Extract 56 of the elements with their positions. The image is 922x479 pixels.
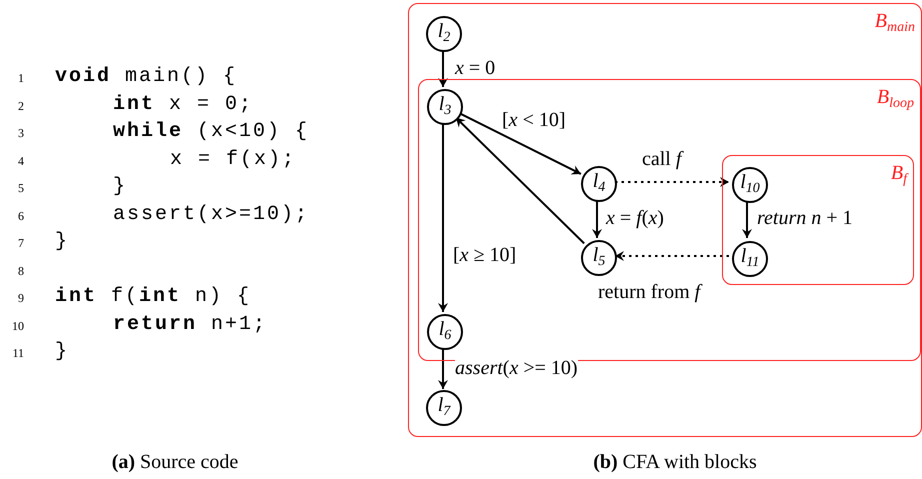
- arrow: [438, 123, 448, 312]
- location-node: [427, 314, 463, 350]
- arrow: [592, 200, 602, 238]
- edge-label: assert(x >= 10): [455, 358, 578, 378]
- block-title: B$_{f}$: [890, 162, 907, 188]
- arrow: [438, 51, 448, 87]
- arrow: [455, 116, 585, 244]
- block-title: B$_{loop}$: [876, 86, 914, 112]
- location-label: l$_{5}$: [592, 244, 606, 270]
- line-number: 4: [17, 154, 24, 166]
- line-number: 10: [11, 320, 24, 332]
- location-node: [732, 167, 768, 203]
- edge-label: x = f(x): [606, 208, 664, 228]
- location-node: [732, 241, 768, 277]
- location-label: l$_{4}$: [592, 170, 606, 196]
- figure-caption: (a) Source code: [112, 452, 238, 472]
- location-node: [426, 16, 462, 52]
- code-line: return n+1;: [113, 314, 268, 334]
- location-label: l$_{6}$: [438, 318, 452, 344]
- line-number: 5: [17, 182, 24, 194]
- code-line: }: [55, 232, 70, 252]
- code-line: }: [55, 342, 70, 362]
- code-line: }: [113, 177, 128, 197]
- block-title: B$_{main}$: [874, 10, 915, 36]
- location-node: [581, 166, 617, 202]
- line-number: 2: [17, 100, 24, 112]
- arrow: [438, 348, 448, 389]
- location-node: [427, 89, 463, 125]
- code-line: assert(x>=10);: [113, 204, 310, 224]
- location-label: l$_{10}$: [740, 172, 760, 196]
- location-label: l$_{11}$: [740, 246, 760, 270]
- edge-label: call f: [642, 149, 682, 169]
- code-line: void main() {: [55, 67, 238, 87]
- code-line: int f(int n) {: [55, 287, 252, 307]
- code-line: x = f(x);: [170, 150, 296, 170]
- code-line: while (x<10) {: [113, 122, 310, 142]
- location-node: [581, 240, 617, 276]
- location-node: [426, 390, 462, 426]
- line-number: 6: [17, 210, 24, 222]
- arrow: [615, 251, 729, 261]
- line-number: 9: [17, 292, 24, 304]
- line-number: 3: [17, 127, 24, 139]
- location-label: l$_{7}$: [438, 394, 450, 420]
- edge-label: return from f: [598, 282, 700, 302]
- location-label: l$_{2}$: [438, 20, 450, 46]
- edge-label: [x ≥ 10]: [453, 245, 516, 265]
- edge-label: [x < 10]: [502, 110, 566, 130]
- code-line: int x = 0;: [113, 94, 254, 114]
- line-number: 8: [17, 264, 24, 276]
- line-number: 7: [17, 237, 24, 249]
- line-number: 1: [17, 72, 24, 84]
- arrow: [742, 200, 752, 238]
- location-label: l$_{3}$: [438, 94, 452, 118]
- line-number: 11: [11, 347, 24, 359]
- arrow: [458, 112, 582, 175]
- figure-caption: (b) CFA with blocks: [593, 452, 757, 472]
